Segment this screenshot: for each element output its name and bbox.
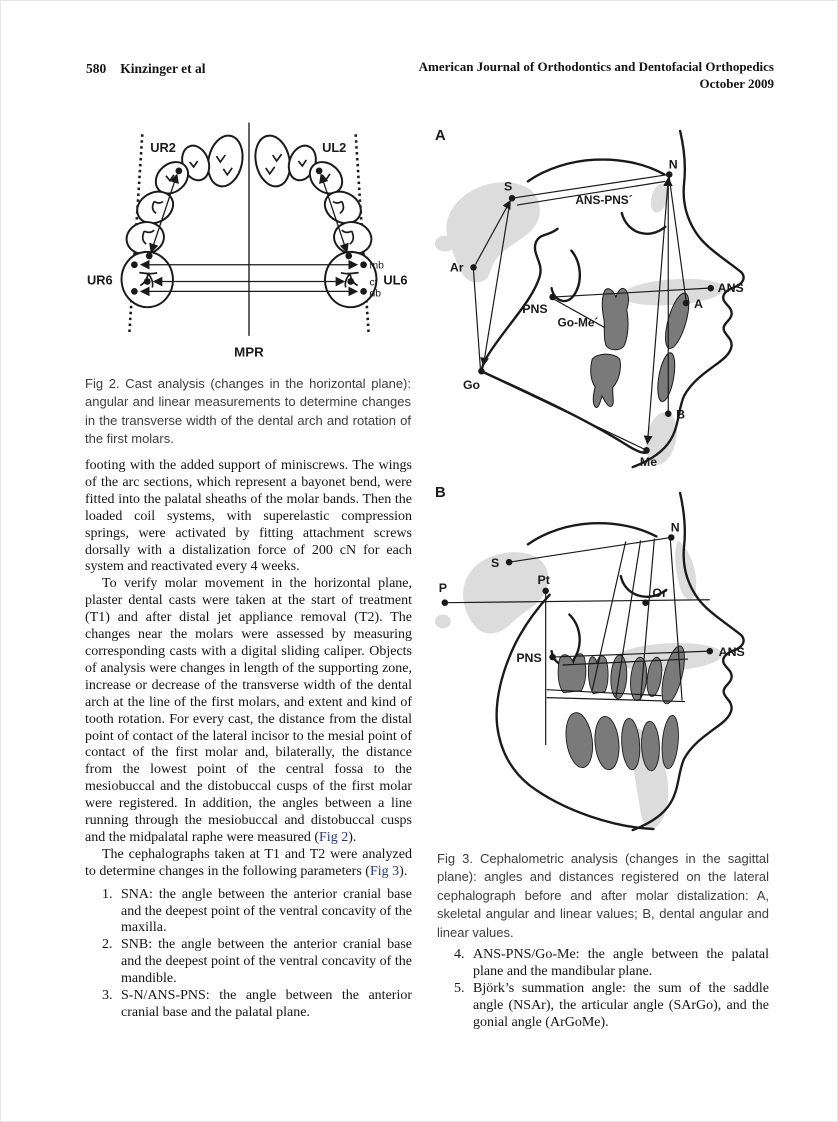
label-ur6: UR6 xyxy=(87,272,113,287)
panel-b-letter: B xyxy=(435,485,446,501)
parameter-list-right: 4. ANS-PNS/Go-Me: the angle between the … xyxy=(437,947,769,1032)
page-number: 580 xyxy=(86,61,107,76)
measurement-points xyxy=(131,167,367,295)
fig3b-svg: B S N P Pt Or PNS ANS xyxy=(434,485,745,832)
landmark-points-b xyxy=(441,534,714,661)
fig2-diagram: UR2 UL2 UR6 UL6 mb cf db MPR xyxy=(85,113,411,371)
fig3a-svg: A S N Ar Go Me PNS ANS A B ANS-PNS´ Go-M… xyxy=(434,128,745,469)
list-item-1: 1. SNA: the angle between the anterior c… xyxy=(85,887,412,938)
para3-end: ). xyxy=(399,863,408,879)
fig3-link[interactable]: Fig 3 xyxy=(369,863,400,879)
fig3-panel-a: A S N Ar Go Me PNS ANS A B ANS-PNS´ Go-M… xyxy=(431,121,777,479)
label-ul6: UL6 xyxy=(383,272,407,287)
label-cf: cf xyxy=(370,277,378,288)
panel-a-letter: A xyxy=(435,128,446,144)
label-ul2: UL2 xyxy=(322,140,346,155)
teeth-a xyxy=(590,287,690,408)
body-left-column: footing with the added support of minisc… xyxy=(85,458,412,1022)
label-a-pns: PNS xyxy=(522,302,547,316)
fig2-svg: UR2 UL2 UR6 UL6 mb cf db MPR xyxy=(87,122,408,360)
list-number: 2. xyxy=(102,937,113,953)
list-number: 3. xyxy=(102,988,113,1004)
para3-text: The cephalographs taken at T1 and T2 wer… xyxy=(85,846,412,879)
label-ans-pns-line: ANS-PNS´ xyxy=(575,193,632,207)
issue-date: October 2009 xyxy=(699,75,775,91)
list-item-5: 5. Björk’s summation angle: the sum of t… xyxy=(437,981,769,1032)
label-b-ans: ANS xyxy=(719,645,745,659)
header-left: 580 Kinzinger et al xyxy=(86,61,206,77)
transverse-lines xyxy=(139,173,359,297)
list-text: ANS-PNS/Go-Me: the angle between the pal… xyxy=(473,947,769,979)
list-text: S-N/ANS-PNS: the angle between the anter… xyxy=(121,988,412,1020)
journal-title: American Journal of Orthodontics and Den… xyxy=(418,59,774,74)
label-b-pns: PNS xyxy=(516,651,541,665)
teeth-b xyxy=(557,645,685,772)
list-item-3: 3. S-N/ANS-PNS: the angle between the an… xyxy=(85,988,412,1022)
label-a-go: Go xyxy=(463,378,481,392)
label-a-n: N xyxy=(669,158,678,172)
label-a-me: Me xyxy=(640,455,657,469)
list-item-2: 2. SNB: the angle between the anterior c… xyxy=(85,937,412,988)
measurement-lines-b xyxy=(444,536,710,746)
label-b-p: P xyxy=(439,581,447,595)
fig2-caption: Fig 2. Cast analysis (changes in the hor… xyxy=(85,376,411,447)
parameter-list-left: 1. SNA: the angle between the anterior c… xyxy=(85,887,412,1022)
running-authors: Kinzinger et al xyxy=(120,61,206,76)
label-go-me-line: Go-Me´ xyxy=(558,316,599,330)
header-right: American Journal of Orthodontics and Den… xyxy=(419,59,774,92)
label-a-pointA: A xyxy=(694,297,703,311)
label-ur2: UR2 xyxy=(150,140,176,155)
paragraph-cast-methods: To verify molar movement in the horizont… xyxy=(85,576,412,847)
label-a-s: S xyxy=(504,179,512,193)
list-item-4: 4. ANS-PNS/Go-Me: the angle between the … xyxy=(437,947,769,981)
fig2-link[interactable]: Fig 2 xyxy=(319,829,349,845)
paragraph-continuation: footing with the added support of minisc… xyxy=(85,458,412,575)
label-mpr: MPR xyxy=(234,345,264,360)
label-a-ar: Ar xyxy=(450,260,464,274)
list-number: 4. xyxy=(454,947,465,962)
paragraph-cephalographs: The cephalographs taken at T1 and T2 wer… xyxy=(85,847,412,881)
para2-end: ). xyxy=(348,829,357,845)
tracing-outlines-a xyxy=(480,129,745,469)
label-db: db xyxy=(370,288,382,299)
label-b-s: S xyxy=(491,556,499,570)
list-text: SNA: the angle between the anterior cran… xyxy=(121,886,412,936)
label-a-ans: ANS xyxy=(718,281,744,295)
label-b-pt: Pt xyxy=(538,573,550,587)
list-number: 1. xyxy=(102,886,113,902)
measurement-lines-a xyxy=(472,173,709,450)
landmark-points-a xyxy=(470,171,715,454)
list-number: 5. xyxy=(454,980,465,996)
fig3-panel-b: B S N P Pt Or PNS ANS xyxy=(431,481,777,847)
para2-text: To verify molar movement in the horizont… xyxy=(85,576,412,845)
list-text: SNB: the angle between the anterior cran… xyxy=(121,937,412,987)
label-b-n: N xyxy=(671,521,680,535)
label-a-pointB: B xyxy=(676,408,685,422)
label-b-or: Or xyxy=(652,586,667,600)
list-text: Björk’s summation angle: the sum of the … xyxy=(473,980,769,1030)
fig3-caption: Fig 3. Cephalometric analysis (changes i… xyxy=(437,851,769,940)
label-mb: mb xyxy=(370,261,385,272)
